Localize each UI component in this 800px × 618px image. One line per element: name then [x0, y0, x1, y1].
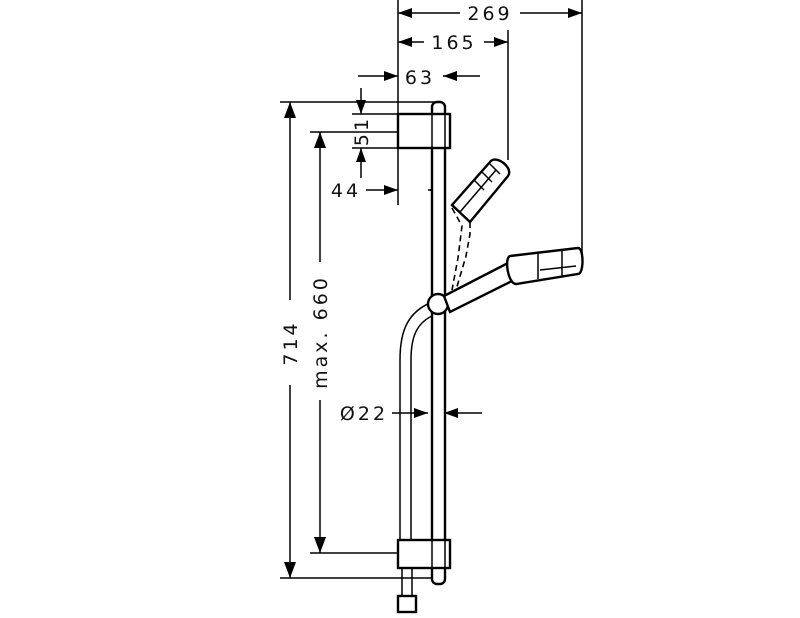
- hand-shower-tilted: [450, 158, 511, 291]
- dimension-diameter-22: Ø22: [340, 403, 482, 425]
- dim-rail-offset-label: 44: [331, 180, 361, 202]
- dim-overall-width-label: 269: [467, 3, 512, 25]
- dim-holder-depth-label: 63: [405, 67, 435, 89]
- dim-holder-height-label: 51: [351, 116, 373, 146]
- dim-rail-diameter-label: Ø22: [340, 403, 388, 425]
- dimension-714: 714: [280, 101, 440, 579]
- dim-handshower-width-label: 165: [431, 32, 476, 54]
- shower-rail: [430, 100, 447, 586]
- dimension-63: 63: [358, 67, 480, 89]
- shower-hose: [396, 301, 433, 614]
- top-wall-holder: [396, 112, 452, 150]
- dim-max-height-label: max. 660: [310, 275, 332, 389]
- dimension-44: 44: [331, 180, 442, 202]
- dimension-max-660: max. 660: [310, 131, 398, 554]
- hand-shower: [442, 246, 584, 314]
- dimension-165: 165: [398, 30, 509, 160]
- bottom-wall-holder: [396, 538, 452, 570]
- dimension-51: 51: [351, 88, 398, 178]
- dim-total-height-label: 714: [280, 320, 302, 365]
- dimension-269: 269: [397, 0, 583, 262]
